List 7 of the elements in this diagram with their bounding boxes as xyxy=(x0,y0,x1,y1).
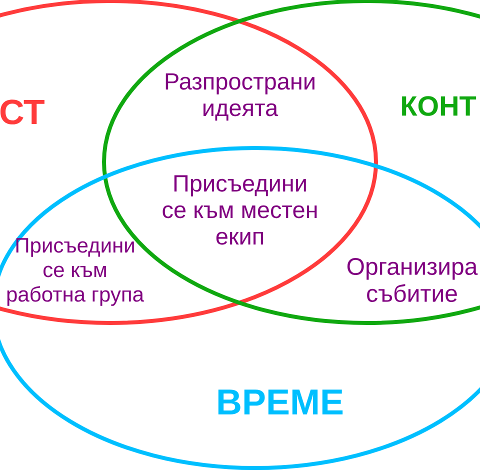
region-label: Присъедини се към местен екип xyxy=(162,175,317,245)
region-label: Разпространи идеята xyxy=(166,73,314,121)
set-title: ВРЕМЕ xyxy=(218,390,343,414)
set-title: КОНТ xyxy=(402,96,476,116)
region-label: Организира събитие xyxy=(347,258,478,302)
region-label: Присъедини се към работна група xyxy=(7,238,144,306)
set-title: СТ xyxy=(0,100,44,124)
